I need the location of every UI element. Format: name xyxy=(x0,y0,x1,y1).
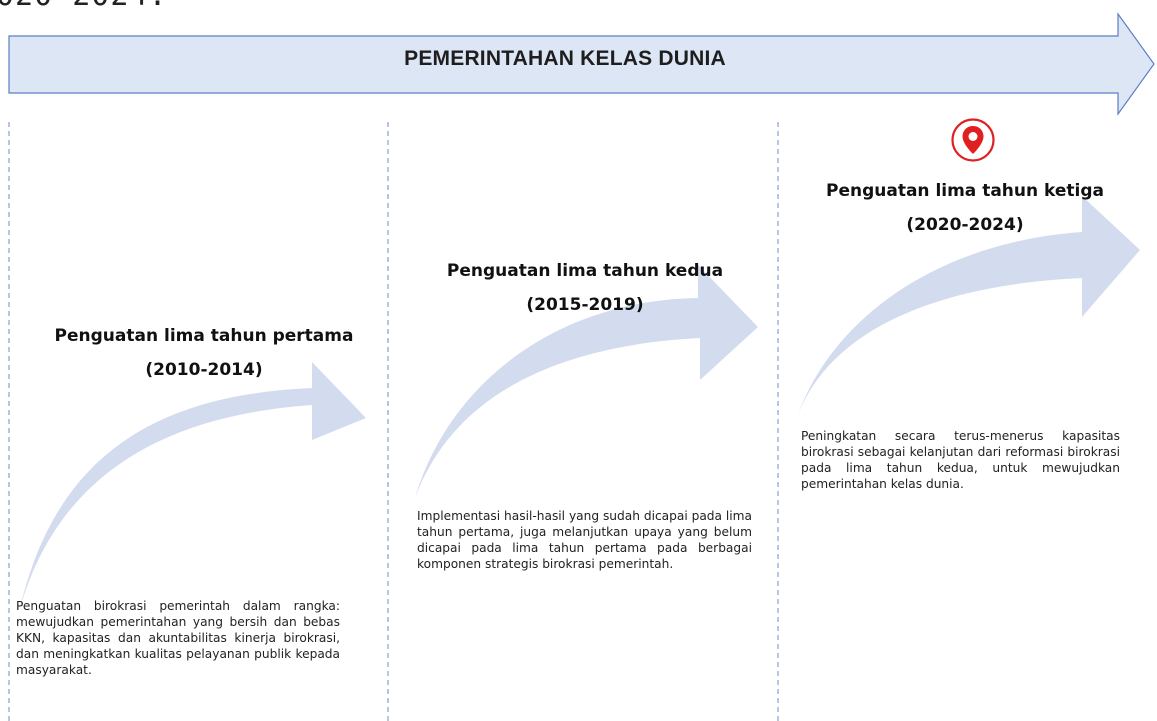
phase-1-period: (2010-2014) xyxy=(145,360,263,380)
phase-2-name: Penguatan lima tahun kedua xyxy=(446,261,724,281)
phase-2-period: (2015-2019) xyxy=(526,295,644,315)
phase-1-name: Penguatan lima tahun pertama xyxy=(54,326,354,346)
cropped-top-text: 020-2024. xyxy=(0,0,168,13)
phase-3-period: (2020-2024) xyxy=(906,215,1024,235)
phase-3-title: Penguatan lima tahun ketiga (2020-2024) xyxy=(800,174,1130,242)
phase-3-description: Peningkatan secara terus-menerus kapasit… xyxy=(801,429,1120,491)
banner-arrow xyxy=(8,12,1155,116)
phase-2-description: Implementasi hasil-hasil yang sudah dica… xyxy=(417,509,752,571)
banner-title: PEMERINTAHAN KELAS DUNIA xyxy=(404,47,726,70)
phase-1-title: Penguatan lima tahun pertama (2010-2014) xyxy=(30,319,378,387)
phase-3-name: Penguatan lima tahun ketiga xyxy=(825,181,1104,201)
phase-2-title: Penguatan lima tahun kedua (2015-2019) xyxy=(420,254,750,322)
curved-arrow-3 xyxy=(797,196,1140,417)
curved-arrow-2 xyxy=(415,265,758,498)
phase-1-description: Penguatan birokrasi pemerintah dalam ran… xyxy=(16,599,340,677)
location-pin-icon xyxy=(951,118,995,162)
curved-arrow-1 xyxy=(20,362,366,608)
